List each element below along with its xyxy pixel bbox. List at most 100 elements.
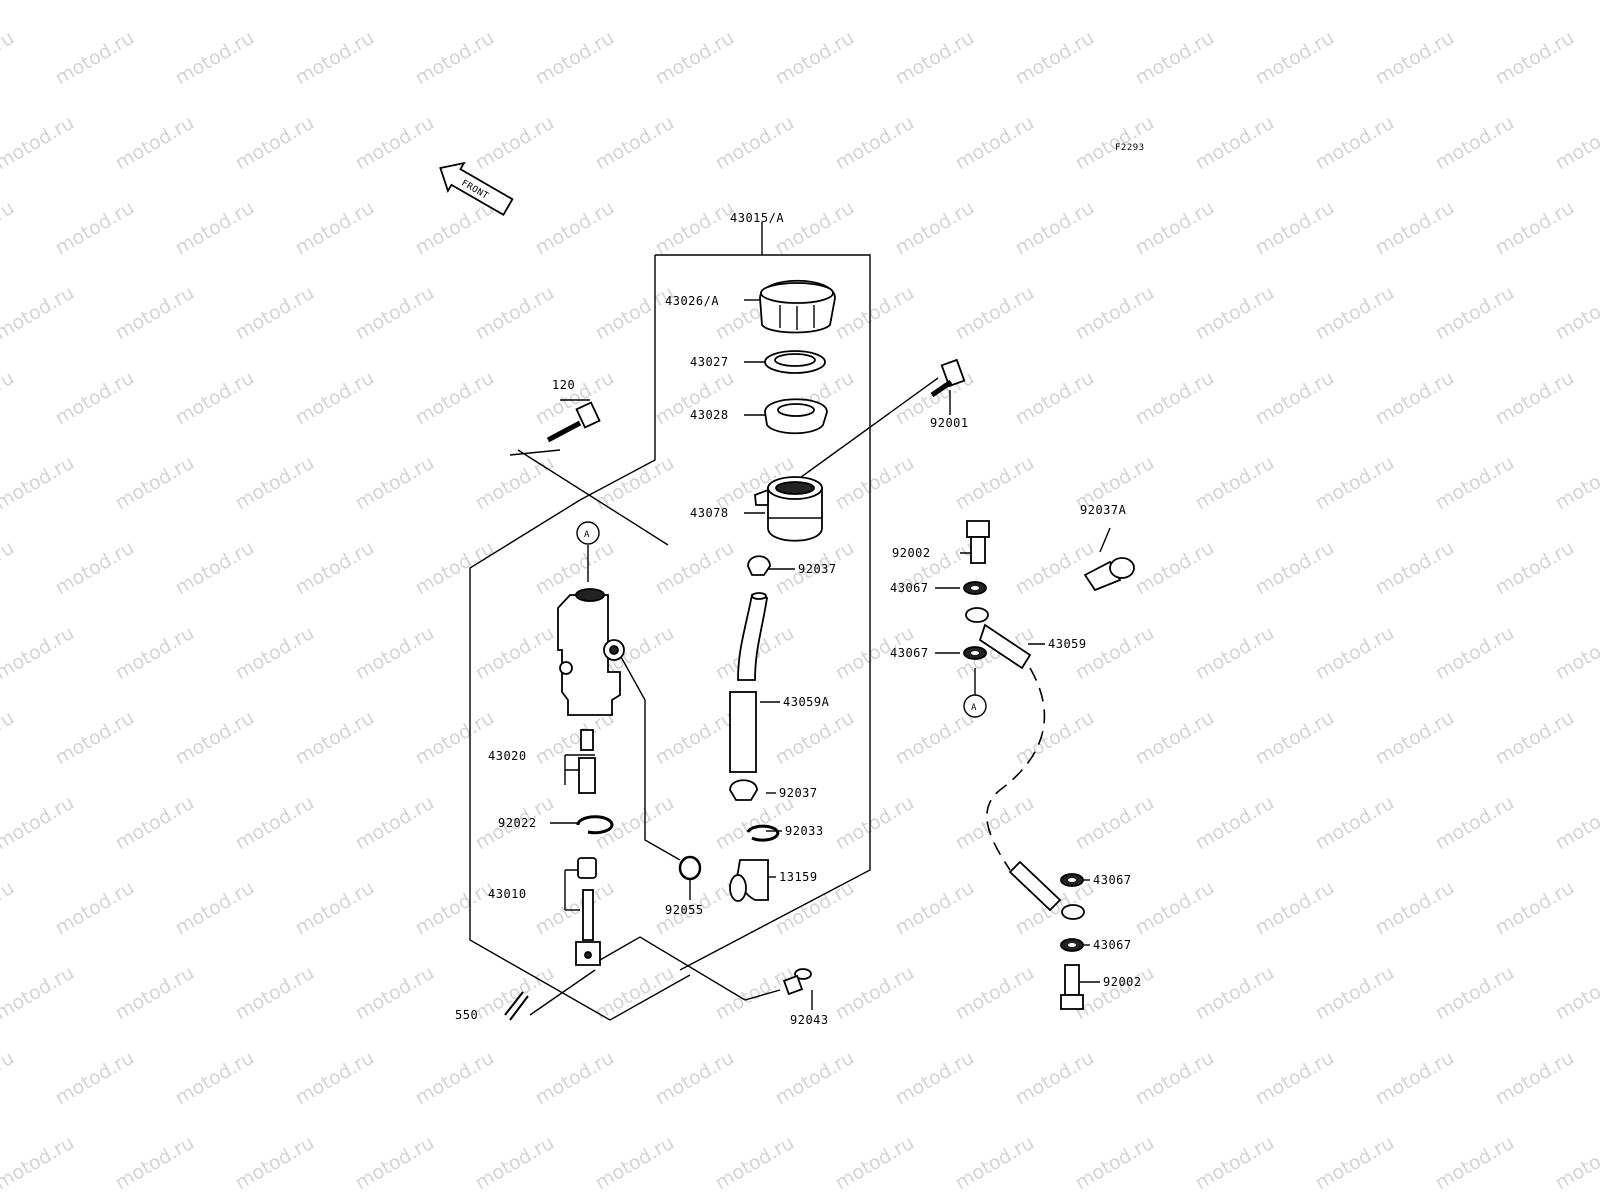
pin-92043	[782, 968, 812, 996]
watermark-text: motod.ru	[172, 877, 258, 940]
watermark-text: motod.ru	[952, 452, 1038, 515]
watermark-text: motod.ru	[292, 197, 378, 260]
watermark-text: motod.ru	[1432, 452, 1518, 515]
cotter-pin-550	[504, 991, 529, 1021]
hose-clip-92037A	[1083, 557, 1135, 592]
watermark-text: motod.ru	[1372, 197, 1458, 260]
watermark-text: motod.ru	[472, 622, 558, 685]
callout-43015A: 43015/A	[730, 211, 784, 225]
washer-upper-1	[963, 581, 987, 595]
watermark-text: motod.ru	[52, 1047, 138, 1110]
watermark-text: motod.ru	[1372, 27, 1458, 90]
callout-92055: 92055	[665, 903, 704, 917]
callout-13159: 13159	[779, 870, 818, 884]
watermark-text: motod.ru	[352, 112, 438, 175]
watermark-text: motod.ru	[1192, 282, 1278, 345]
watermark-text: motod.ru	[832, 0, 918, 4]
o-ring-92055	[678, 855, 702, 881]
watermark-text: motod.ru	[292, 1047, 378, 1110]
circlip-92022	[576, 815, 614, 835]
watermark-text: motod.ru	[112, 962, 198, 1025]
watermark-text: motod.ru	[1132, 1047, 1218, 1110]
bolt-92001	[930, 358, 966, 398]
watermark-text: motod.ru	[652, 27, 738, 90]
watermark-text: motod.ru	[1072, 1132, 1158, 1195]
brake-hose	[986, 667, 1046, 871]
watermark-text: motod.ru	[652, 1047, 738, 1110]
watermark-text: motod.ru	[0, 112, 78, 175]
callout-92037-top: 92037	[798, 562, 837, 576]
watermark-text: motod.ru	[472, 112, 558, 175]
watermark-text: motod.ru	[112, 112, 198, 175]
watermark-text: motod.ru	[0, 537, 18, 600]
watermark-text: motod.ru	[1252, 367, 1338, 430]
watermark-text: motod.ru	[1192, 112, 1278, 175]
watermark-text: motod.ru	[892, 707, 978, 770]
watermark-text: motod.ru	[1372, 1047, 1458, 1110]
bolt-120	[546, 401, 601, 443]
watermark-text: motod.ru	[292, 707, 378, 770]
watermark-text: motod.ru	[1252, 27, 1338, 90]
callout-43059: 43059	[1048, 637, 1087, 651]
watermark-text: motod.ru	[1492, 197, 1578, 260]
callout-43010: 43010	[488, 887, 527, 901]
watermark-text: motod.ru	[52, 367, 138, 430]
watermark-text: motod.ru	[652, 197, 738, 260]
watermark-text: motod.ru	[1552, 452, 1600, 515]
reservoir-hose	[729, 592, 769, 773]
watermark-text: motod.ru	[1312, 452, 1398, 515]
watermark-text: motod.ru	[1552, 792, 1600, 855]
watermark-text: motod.ru	[892, 27, 978, 90]
leader-lines	[509, 299, 1111, 1016]
watermark-text: motod.ru	[1552, 962, 1600, 1025]
watermark-text: motod.ru	[1192, 452, 1278, 515]
watermark-text: motod.ru	[832, 282, 918, 345]
watermark-text: motod.ru	[0, 962, 78, 1025]
watermark-text: motod.ru	[1012, 27, 1098, 90]
watermark-text: motod.ru	[1132, 197, 1218, 260]
watermark-text: motod.ru	[52, 27, 138, 90]
watermark-text: motod.ru	[1252, 537, 1338, 600]
watermark-text: motod.ru	[112, 282, 198, 345]
watermark-text: motod.ru	[1132, 537, 1218, 600]
watermark-text: motod.ru	[0, 877, 18, 940]
watermark-text: motod.ru	[652, 537, 738, 600]
reference-marker-a-hose: A	[963, 694, 987, 718]
marker-a-text-2: A	[971, 703, 977, 713]
watermark-text: motod.ru	[1132, 877, 1218, 940]
figure-code: F2293	[1115, 143, 1145, 153]
watermark-text: motod.ru	[1492, 537, 1578, 600]
callout-92002-bot: 92002	[1103, 975, 1142, 989]
watermark-text: motod.ru	[1132, 707, 1218, 770]
watermark-text: motod.ru	[232, 1132, 318, 1195]
watermark-text: motod.ru	[0, 282, 78, 345]
circlip-92033	[746, 824, 780, 842]
watermark-text: motod.ru	[1132, 367, 1218, 430]
watermark-text: motod.ru	[892, 1047, 978, 1110]
watermark-text: motod.ru	[292, 27, 378, 90]
callout-92043: 92043	[790, 1013, 829, 1027]
watermark-text: motod.ru	[1372, 367, 1458, 430]
watermark-text: motod.ru	[232, 792, 318, 855]
callout-92037A: 92037A	[1080, 503, 1127, 517]
watermark-text: motod.ru	[352, 792, 438, 855]
banjo-bolt-lower	[1060, 964, 1084, 1010]
watermark-text: motod.ru	[0, 27, 18, 90]
watermark-text: motod.ru	[1192, 622, 1278, 685]
watermark-text: motod.ru	[112, 622, 198, 685]
watermark-text: motod.ru	[1192, 792, 1278, 855]
brake-hose-lower-end	[1008, 860, 1085, 920]
watermark-text: motod.ru	[172, 367, 258, 430]
watermark-text: motod.ru	[712, 112, 798, 175]
watermark-text: motod.ru	[1312, 962, 1398, 1025]
reservoir-tank	[754, 476, 823, 542]
watermark-text: motod.ru	[292, 367, 378, 430]
watermark-text: motod.ru	[0, 1132, 78, 1195]
watermark-text: motod.ru	[1192, 962, 1278, 1025]
watermark-text: motod.ru	[1552, 622, 1600, 685]
watermark-text: motod.ru	[472, 282, 558, 345]
callout-550: 550	[455, 1008, 478, 1022]
callout-43067-c: 43067	[1093, 873, 1132, 887]
watermark-text: motod.ru	[952, 1132, 1038, 1195]
